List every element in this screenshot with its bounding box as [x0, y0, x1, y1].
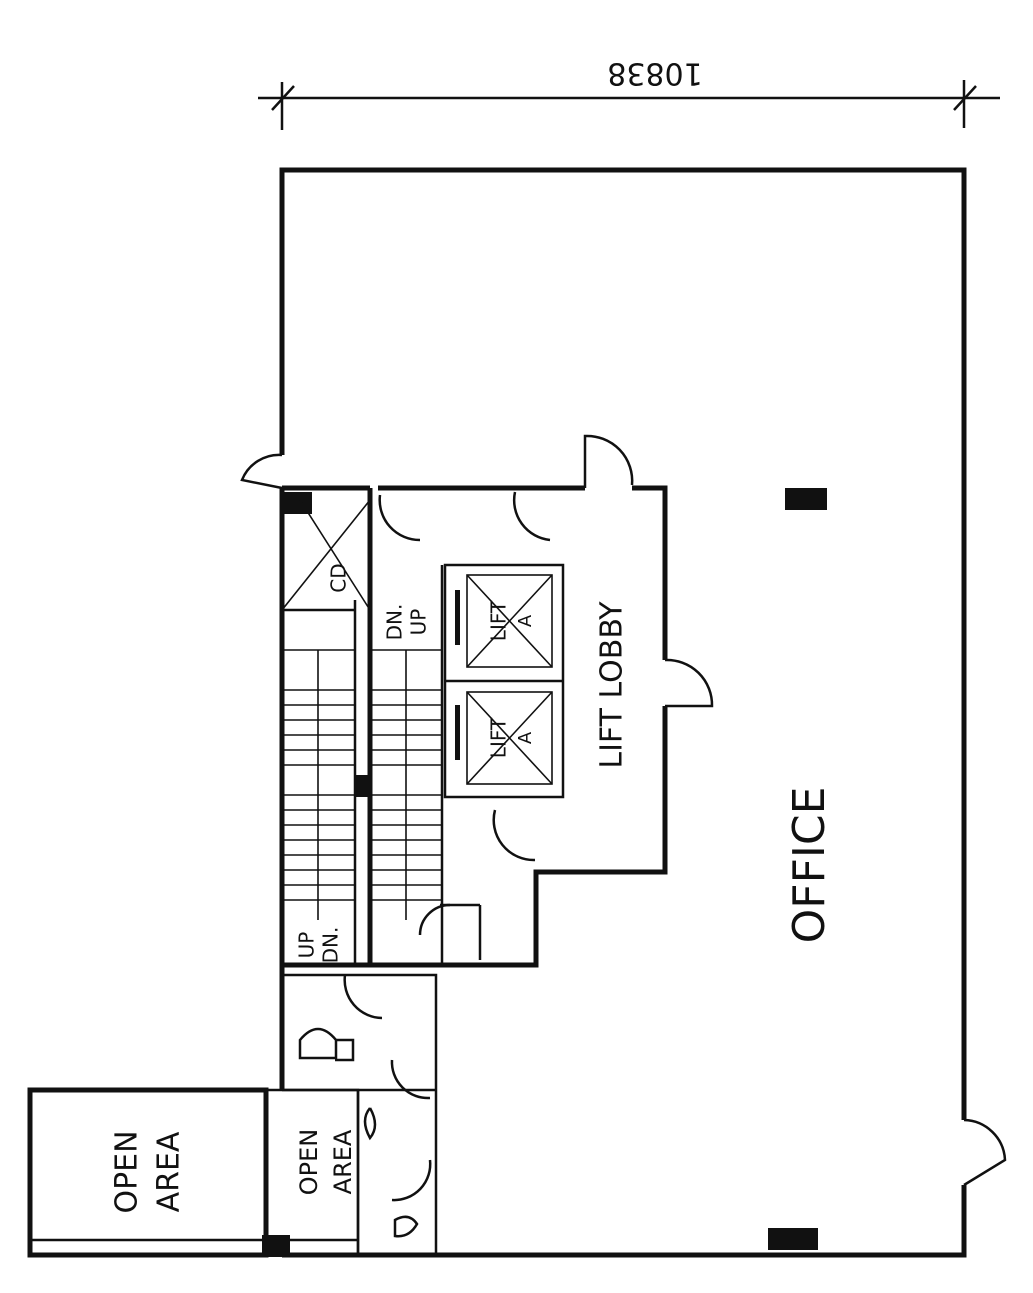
room-label-open-area-2-line2: AREA: [329, 1129, 357, 1194]
room-label-lift-lobby: LIFT LOBBY: [595, 601, 630, 769]
stair-a-dn-label: DN.: [319, 927, 343, 964]
stair-b-up-label: UP: [407, 609, 431, 636]
lift-shafts: [443, 563, 565, 799]
dimension-line: [258, 80, 1000, 130]
core-walls: [281, 434, 714, 1255]
column: [768, 1228, 818, 1250]
column: [785, 488, 827, 510]
outer-walls: [27, 167, 967, 1258]
duct-label: CD: [327, 563, 351, 592]
lift-label-2: LIFT: [487, 717, 511, 758]
door-swings: [240, 453, 1007, 1187]
dimension-label: 10838: [607, 56, 702, 91]
room-label-open-area-2-line1: OPEN: [295, 1129, 323, 1195]
lift-label-2-letter: A: [515, 731, 536, 744]
lift-label-1: LIFT: [487, 600, 511, 641]
room-label-office: OFFICE: [784, 787, 835, 944]
column: [284, 492, 312, 514]
room-label-open-area-1-line2: AREA: [152, 1131, 187, 1212]
staircase: [282, 649, 442, 920]
stair-a-up-label: UP: [295, 932, 319, 959]
lift-label-1-letter: A: [515, 614, 536, 627]
column: [262, 1235, 290, 1257]
room-label-open-area-1-line1: OPEN: [110, 1130, 145, 1213]
stair-b-dn-label: DN.: [383, 604, 407, 641]
